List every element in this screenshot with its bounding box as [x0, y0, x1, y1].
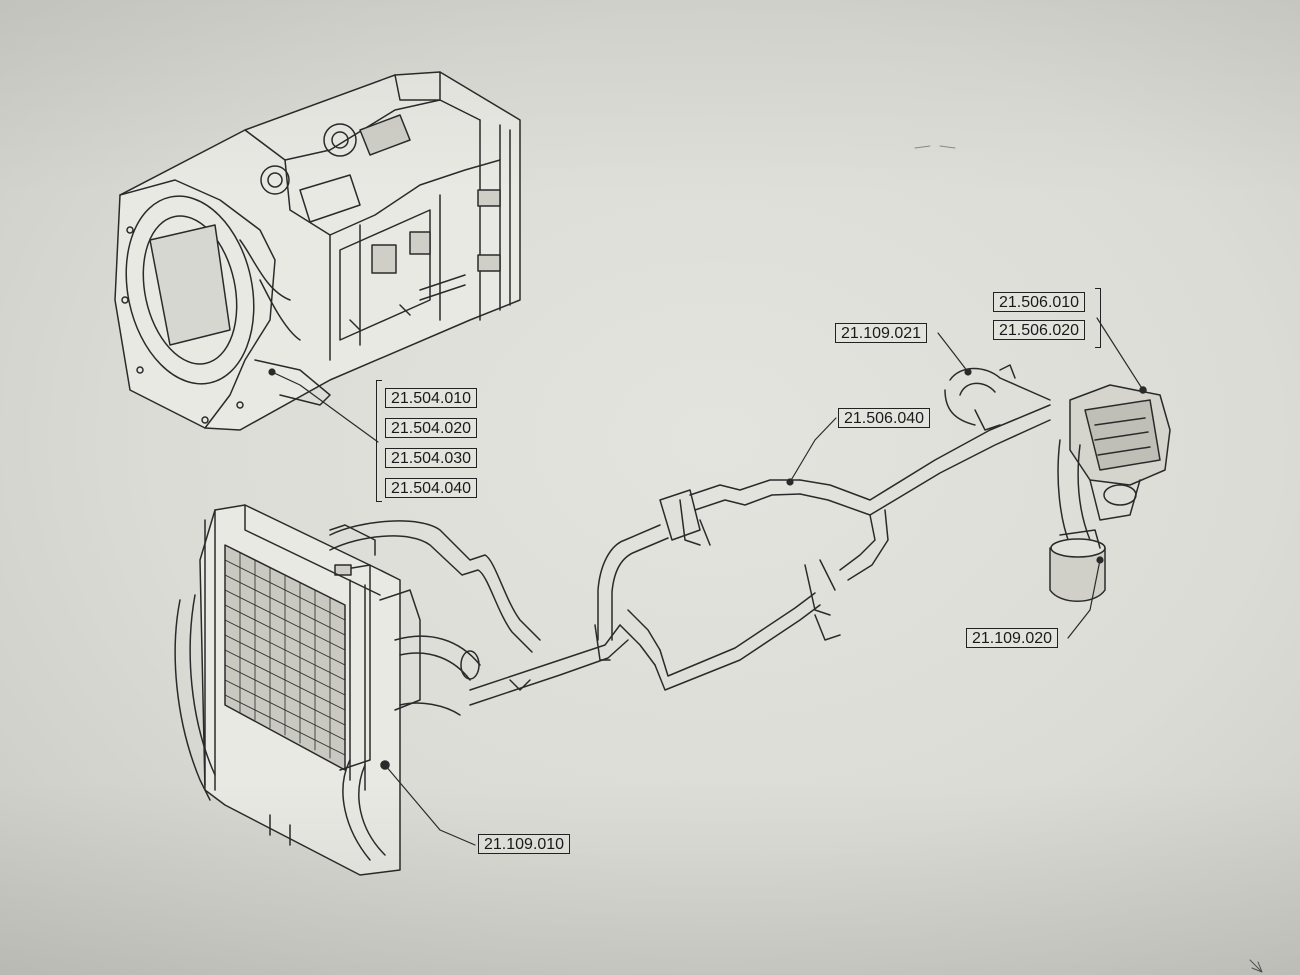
callout-21-109-010[interactable]: 21.109.010	[478, 834, 571, 854]
callout-21-504-030[interactable]: 21.504.030	[385, 448, 478, 468]
mouse-cursor-icon	[1249, 959, 1263, 973]
callout-21-109-021[interactable]: 21.109.021	[835, 323, 928, 343]
screen-smudge	[914, 145, 956, 149]
callout-21-109-020[interactable]: 21.109.020	[966, 628, 1059, 648]
oil-cooler-radiator[interactable]	[174, 504, 481, 876]
callout-21-506-040[interactable]: 21.506.040	[838, 408, 931, 428]
leader-21-504	[271, 371, 379, 443]
hydraulic-pipes[interactable]	[329, 364, 1051, 706]
callout-21-504-040[interactable]: 21.504.040	[385, 478, 478, 498]
leader-21-109-020	[1067, 559, 1101, 639]
callout-21-504-010[interactable]: 21.504.010	[385, 388, 478, 408]
leader-21-506-040	[789, 417, 837, 483]
leader-21-109-021	[937, 332, 969, 373]
callout-21-506-010[interactable]: 21.506.010	[993, 292, 1086, 312]
transmission-housing[interactable]	[110, 71, 521, 431]
leader-lines	[268, 317, 1144, 846]
pump-filter-assembly[interactable]	[1049, 384, 1171, 602]
callout-21-504-020[interactable]: 21.504.020	[385, 418, 478, 438]
callout-21-506-020[interactable]: 21.506.020	[993, 320, 1086, 340]
leader-21-109-010	[384, 764, 476, 846]
bracket-21-506-group	[1095, 288, 1101, 348]
bracket-21-504-group	[376, 380, 382, 502]
leader-21-506-010	[1096, 317, 1144, 391]
